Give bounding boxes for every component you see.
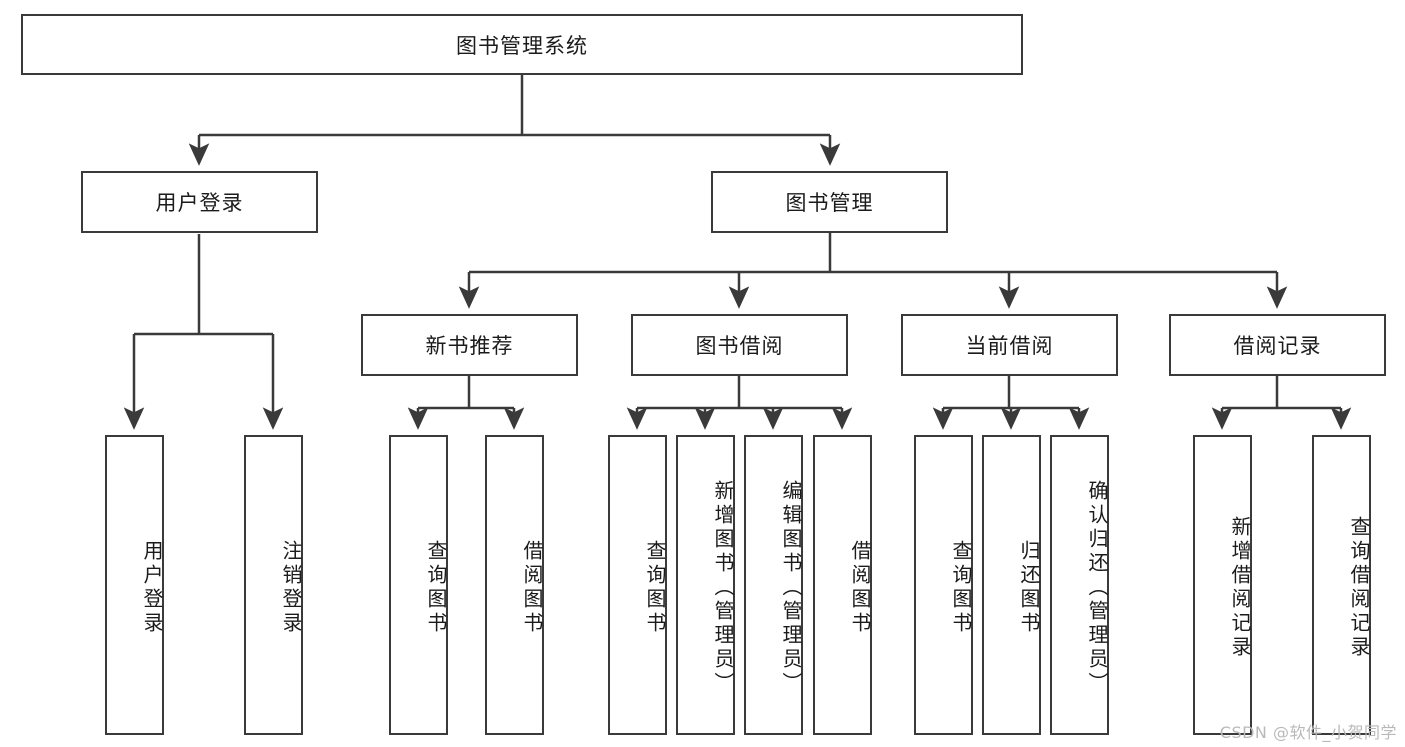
node-new-book-recommend[interactable]: 新书推荐: [361, 314, 578, 376]
leaf-currentborrow-confirm-return-admin[interactable]: 确认归还（管理员）: [1050, 435, 1109, 735]
connector-bookmgmt-to-level3: [458, 233, 1288, 309]
connector-currentborrow-to-leaves: [932, 376, 1090, 430]
node-root-system[interactable]: 图书管理系统: [21, 14, 1023, 75]
leaf-bookborrow-query-book[interactable]: 查询图书: [608, 435, 667, 735]
node-borrow-record[interactable]: 借阅记录: [1169, 314, 1386, 376]
leaf-bookborrow-edit-book-admin[interactable]: 编辑图书（管理员）: [744, 435, 803, 735]
leaf-newbook-borrow-book[interactable]: 借阅图书: [485, 435, 544, 735]
leaf-bookborrow-add-book-admin[interactable]: 新增图书（管理员）: [676, 435, 735, 735]
leaf-user-login-login[interactable]: 用户登录: [105, 435, 164, 735]
node-book-management[interactable]: 图书管理: [711, 171, 948, 233]
connector-bookborrow-to-leaves: [626, 376, 853, 430]
leaf-newbook-query-book[interactable]: 查询图书: [389, 435, 448, 735]
leaf-currentborrow-query-book[interactable]: 查询图书: [914, 435, 973, 735]
leaf-user-login-logout[interactable]: 注销登录: [244, 435, 303, 735]
node-book-borrow[interactable]: 图书借阅: [631, 314, 848, 376]
leaf-borrowrecord-add-record[interactable]: 新增借阅记录: [1193, 435, 1252, 735]
leaf-borrowrecord-query-record[interactable]: 查询借阅记录: [1312, 435, 1371, 735]
connector-newbook-to-leaves: [407, 376, 525, 430]
connector-borrowrecord-to-leaves: [1211, 376, 1352, 430]
leaf-currentborrow-return-book[interactable]: 归还图书: [982, 435, 1041, 735]
connector-root-to-level2: [188, 75, 841, 166]
node-user-login[interactable]: 用户登录: [81, 171, 318, 233]
connector-userlogin-to-leaves: [123, 234, 284, 430]
node-current-borrow[interactable]: 当前借阅: [901, 314, 1118, 376]
leaf-bookborrow-borrow-book[interactable]: 借阅图书: [813, 435, 872, 735]
csdn-watermark: CSDN @软件_小贺同学: [1219, 723, 1397, 742]
